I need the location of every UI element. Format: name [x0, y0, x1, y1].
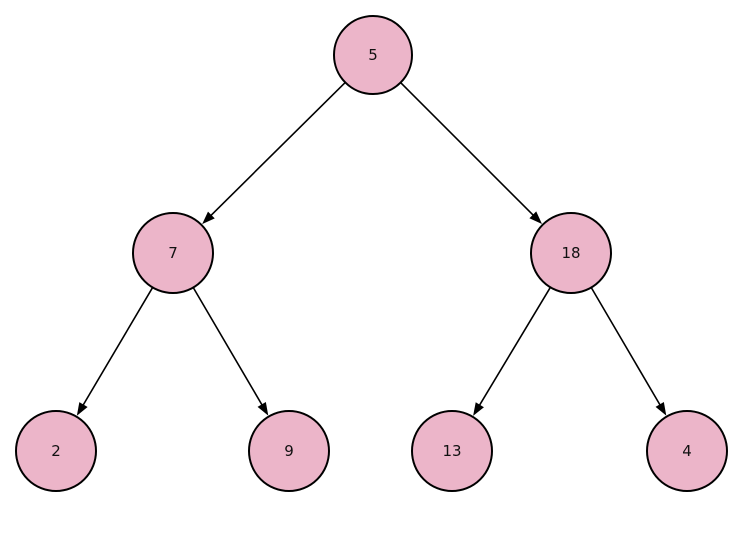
edge-arrowhead-icon	[202, 211, 215, 225]
node-label: 2	[51, 442, 61, 460]
tree-node-13: 13	[411, 410, 493, 492]
edge-arrowhead-icon	[655, 401, 667, 416]
node-label: 5	[368, 46, 378, 64]
node-label: 7	[168, 244, 178, 262]
edge-7-2	[76, 287, 154, 416]
tree-node-18: 18	[530, 212, 612, 294]
tree-node-7: 7	[132, 212, 214, 294]
edge-arrowhead-icon	[529, 211, 543, 225]
edge-line	[478, 286, 552, 407]
edge-line	[590, 287, 662, 407]
edge-line	[209, 81, 346, 217]
node-circle	[15, 410, 97, 492]
node-circle	[530, 212, 612, 294]
edge-5-18	[400, 82, 543, 225]
node-label: 9	[284, 442, 294, 460]
node-circle	[132, 212, 214, 294]
edge-arrowhead-icon	[473, 402, 484, 416]
node-circle	[248, 410, 330, 492]
tree-node-2: 2	[15, 410, 97, 492]
node-circle	[646, 410, 728, 492]
edge-18-4	[590, 287, 667, 416]
node-label: 4	[682, 442, 692, 460]
node-circle	[411, 410, 493, 492]
tree-node-9: 9	[248, 410, 330, 492]
edge-5-7	[202, 81, 346, 225]
edge-line	[81, 287, 154, 407]
edge-line	[192, 287, 264, 407]
edge-arrowhead-icon	[257, 401, 269, 416]
edge-arrowhead-icon	[76, 402, 88, 416]
node-label: 13	[442, 442, 461, 460]
node-circle	[333, 15, 413, 95]
tree-node-4: 4	[646, 410, 728, 492]
edge-7-9	[192, 287, 269, 416]
node-label: 18	[561, 244, 580, 262]
tree-node-5: 5	[333, 15, 413, 95]
edge-18-13	[473, 286, 552, 416]
edge-line	[400, 82, 535, 217]
